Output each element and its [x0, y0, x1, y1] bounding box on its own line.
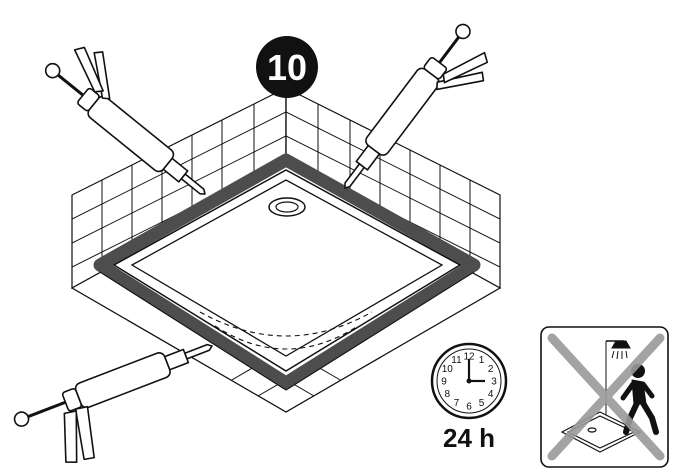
clock-numeral: 12: [463, 352, 475, 363]
shower-tray-icon: [93, 153, 481, 391]
tray-underside-dashed: [199, 311, 373, 337]
tray-basin: [130, 179, 444, 357]
step-number: 10: [267, 47, 307, 88]
clock-numeral: 6: [466, 402, 472, 413]
clock-numeral: 10: [442, 364, 454, 375]
clock-numeral: 2: [488, 364, 494, 375]
drain: [268, 197, 306, 217]
duration-label: 24 h: [443, 423, 495, 453]
no-shower-use-icon: [540, 326, 669, 468]
caulking-gun-icon: [44, 46, 206, 195]
clock-numeral: 1: [479, 355, 485, 366]
clock-numeral: 11: [451, 355, 462, 366]
shower-head-icon: [605, 340, 631, 420]
prohibition-cross-icon: [547, 333, 665, 461]
clock-numeral: 5: [479, 398, 485, 409]
clock-numeral: 9: [441, 377, 447, 388]
clock-numeral: 7: [454, 398, 460, 409]
step-badge: 10: [256, 36, 318, 98]
clock-numeral: 3: [491, 377, 497, 388]
caulking-gun-icon: [13, 343, 213, 464]
clock-numeral: 4: [488, 389, 494, 400]
clock-numeral: 8: [445, 389, 451, 400]
caulking-gun-icon: [344, 23, 489, 189]
